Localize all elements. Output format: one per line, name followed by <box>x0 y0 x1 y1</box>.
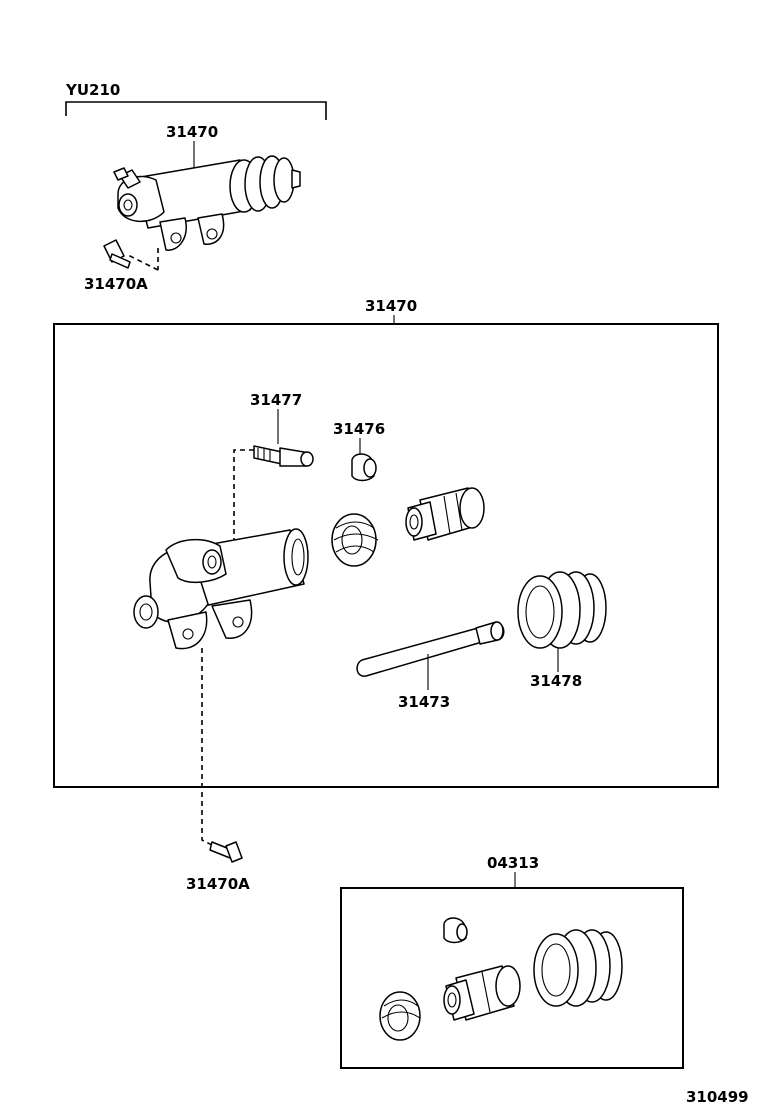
spring-icon <box>331 513 379 567</box>
top-release-cylinder-icon <box>113 155 301 251</box>
kit-box-frame <box>53 323 719 788</box>
kit-spring-icon <box>379 991 421 1041</box>
label-bleeder-plug: 31477 <box>250 391 302 409</box>
label-kit-box-title: 31470 <box>365 297 417 315</box>
kit-piston-icon <box>443 965 521 1021</box>
bleeder-plug-icon <box>253 445 314 467</box>
variant-bracket <box>65 101 327 120</box>
top-bolt-dashed-line-2 <box>125 253 159 271</box>
bleeder-cap-icon <box>351 453 377 482</box>
variant-label: YU210 <box>65 81 120 99</box>
piston-icon <box>405 487 485 541</box>
variant-yu210-group: YU210 31470 <box>65 81 327 293</box>
label-top-bolt: 31470A <box>84 275 148 293</box>
label-bleeder-cap: 31476 <box>333 420 385 438</box>
outside-bolt-icon <box>209 841 243 863</box>
repair-kit-frame <box>340 887 684 1069</box>
release-cylinder-icon <box>133 528 309 650</box>
label-push-rod: 31473 <box>398 693 450 711</box>
label-outside-bolt: 31470A <box>186 875 250 893</box>
kit-box-group: 31470 31477 31476 <box>53 297 719 788</box>
label-boot: 31478 <box>530 672 582 690</box>
kit-cap-icon <box>443 917 468 944</box>
outside-bolt-dashed-line <box>201 648 215 847</box>
bleeder-plug-dashed-line <box>233 449 254 540</box>
diagram-id: 310499 <box>686 1088 749 1106</box>
push-rod-icon <box>356 621 505 677</box>
top-bolt-icon <box>103 239 131 269</box>
kit-boot-icon <box>533 929 623 1007</box>
label-repair-kit: 04313 <box>487 854 539 872</box>
boot-icon <box>517 571 607 649</box>
repair-kit-group: 04313 <box>340 854 684 1069</box>
label-top-assembly: 31470 <box>166 123 218 141</box>
